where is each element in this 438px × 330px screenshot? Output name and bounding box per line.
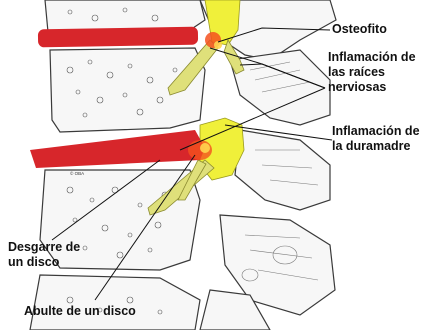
upper-disc <box>38 27 198 48</box>
label-bulge-text: Abulte de un disco <box>24 304 136 318</box>
illustration-credit: © OBA <box>70 171 84 176</box>
label-disc-tear: Desgarre de un disco <box>8 240 80 270</box>
label-osteophyte-text: Osteofito <box>332 22 387 36</box>
upper-vertebra <box>45 0 205 132</box>
label-nerve-root-line3: nerviosas <box>328 80 416 95</box>
label-disc-bulge: Abulte de un disco <box>24 304 136 319</box>
label-tear-line1: Desgarre de <box>8 240 80 255</box>
label-tear-line2: un disco <box>8 255 80 270</box>
label-dura-line1: Inflamación de <box>332 124 420 139</box>
label-osteophyte: Osteofito <box>332 22 387 37</box>
lower-disc <box>30 130 205 168</box>
label-nerve-root-line1: Inflamación de <box>328 50 416 65</box>
label-nerve-root-line2: las raíces <box>328 65 416 80</box>
label-nerve-root-inflammation: Inflamación de las raíces nerviosas <box>328 50 416 95</box>
label-dura-line2: la duramadre <box>332 139 420 154</box>
label-dura-inflammation: Inflamación de la duramadre <box>332 124 420 154</box>
